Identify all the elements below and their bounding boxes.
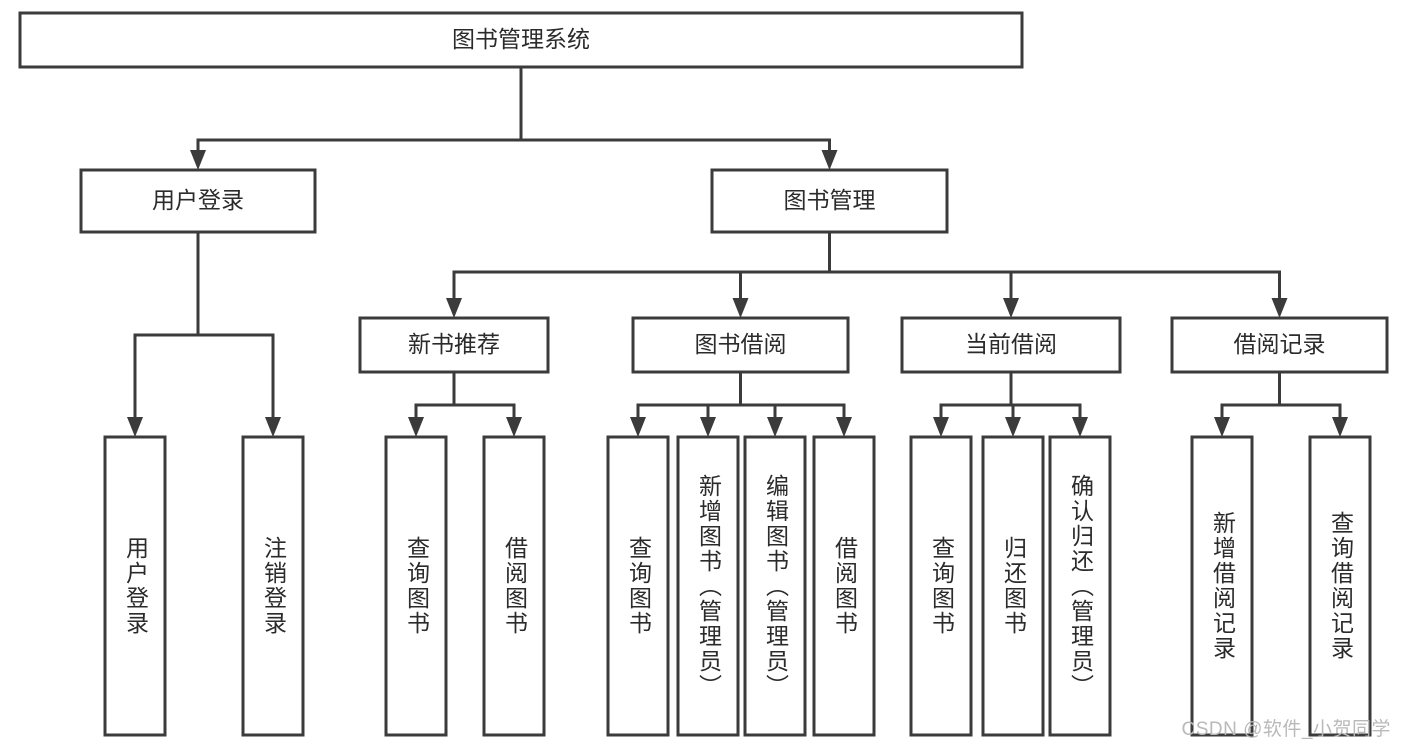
node-box-leaf-edit-book[interactable]: [743, 435, 807, 737]
arrow-head-icon: [190, 150, 206, 170]
node-label-user-login: 用户登录: [152, 187, 244, 213]
arrow-head-icon: [732, 298, 749, 318]
arrow-head-icon: [630, 417, 646, 437]
node-box-current-borrow[interactable]: [900, 316, 1122, 374]
node-box-leaf-query-book-b[interactable]: [606, 435, 670, 737]
arrow-head-icon: [1005, 417, 1021, 437]
node-label-borrow-record: 借阅记录: [1234, 331, 1326, 357]
node-box-user-login[interactable]: [79, 168, 317, 234]
node-box-new-book-rec[interactable]: [358, 316, 550, 374]
arrow-head-icon: [1072, 417, 1088, 437]
node-label-book-borrow: 图书借阅: [695, 331, 787, 357]
node-box-root[interactable]: [18, 11, 1024, 69]
node-box-leaf-add-book[interactable]: [676, 435, 740, 737]
arrow-head-icon: [821, 150, 838, 170]
boxes-layer: [18, 11, 1389, 737]
arrow-head-icon: [506, 417, 522, 437]
arrow-head-icon: [446, 298, 462, 318]
node-box-leaf-query-record[interactable]: [1308, 435, 1372, 737]
csdn-watermark: CSDN @软件_小贺同学: [1181, 719, 1391, 740]
arrow-head-icon: [767, 417, 783, 437]
node-box-leaf-logout[interactable]: [241, 435, 305, 737]
node-box-leaf-add-record[interactable]: [1190, 435, 1254, 737]
arrow-head-icon: [933, 417, 949, 437]
arrow-head-icon: [700, 417, 716, 437]
node-box-leaf-borrow-book-a[interactable]: [482, 435, 546, 737]
node-box-book-mgmt[interactable]: [710, 168, 949, 234]
arrow-head-icon: [408, 417, 424, 437]
arrow-head-icon: [127, 417, 143, 437]
node-box-leaf-query-book-c[interactable]: [909, 435, 973, 737]
arrow-head-icon: [1271, 298, 1288, 318]
arrow-head-icon: [1214, 417, 1230, 437]
node-label-root: 图书管理系统: [452, 26, 590, 52]
arrow-head-icon: [1332, 417, 1348, 437]
node-box-leaf-confirm-return[interactable]: [1048, 435, 1112, 737]
node-label-current-borrow: 当前借阅: [965, 331, 1057, 357]
edges-layer: [127, 65, 1348, 437]
node-box-leaf-query-book-a[interactable]: [384, 435, 448, 737]
node-box-leaf-return-book[interactable]: [981, 435, 1045, 737]
node-box-book-borrow[interactable]: [631, 316, 850, 374]
node-label-book-mgmt: 图书管理: [784, 187, 876, 213]
node-box-borrow-record[interactable]: [1170, 316, 1389, 374]
node-label-new-book-rec: 新书推荐: [408, 331, 500, 357]
arrow-head-icon: [836, 417, 852, 437]
arrow-head-icon: [265, 417, 281, 437]
node-box-leaf-borrow-book-b[interactable]: [812, 435, 876, 737]
arrow-head-icon: [1003, 298, 1019, 318]
node-box-leaf-user-login[interactable]: [103, 435, 167, 737]
